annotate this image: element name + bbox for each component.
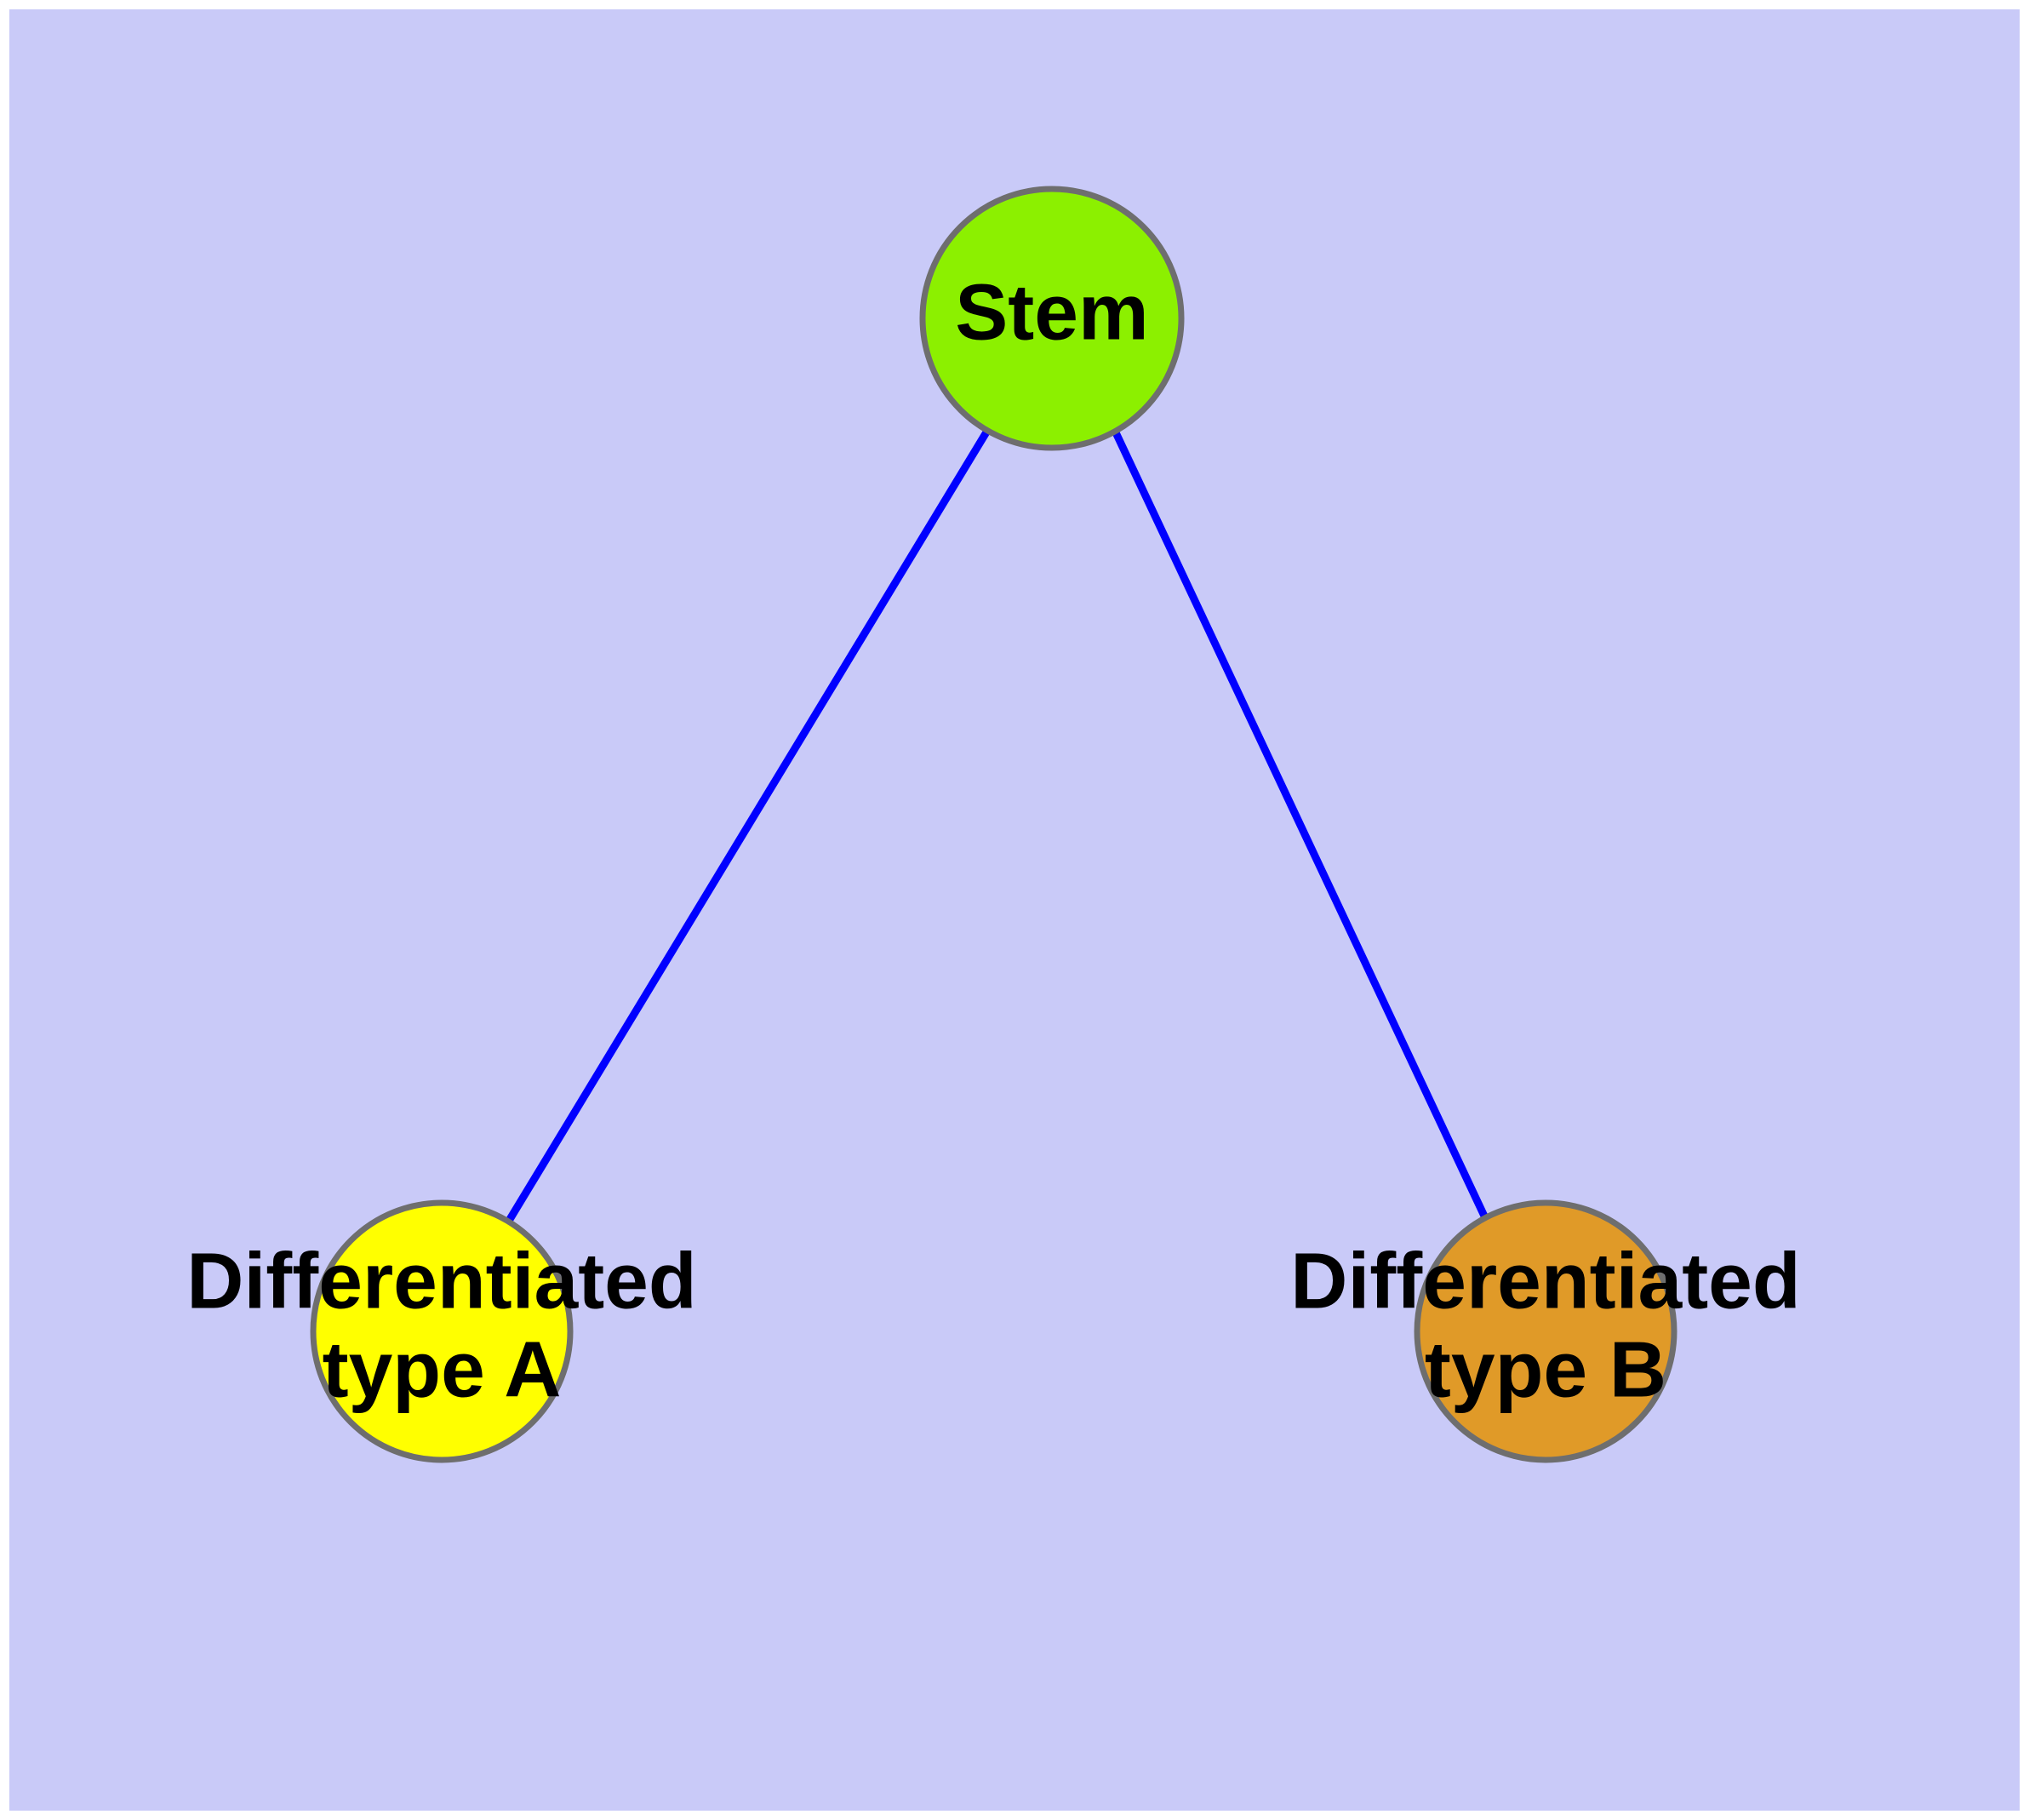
node-label-stem-line-1: Stem [955, 268, 1148, 357]
node-circle-diff-b[interactable] [1414, 1199, 1677, 1463]
node-label-diff-b-line-2: type B [1425, 1325, 1666, 1414]
edges-group [506, 428, 1492, 1225]
edge-stem-to-diff-b[interactable] [1111, 429, 1492, 1225]
node-label-diff-a-line-1: Differentiated [186, 1237, 696, 1325]
node-stem[interactable]: Stem [919, 186, 1185, 451]
node-label-diff-a-line-2: type A [323, 1325, 562, 1414]
node-label-diff-b-line-1: Differentiated [1290, 1237, 1800, 1325]
node-circle-stem[interactable] [919, 186, 1185, 451]
node-circle-diff-a[interactable] [310, 1199, 574, 1463]
edge-stem-to-diff-a[interactable] [506, 428, 991, 1223]
